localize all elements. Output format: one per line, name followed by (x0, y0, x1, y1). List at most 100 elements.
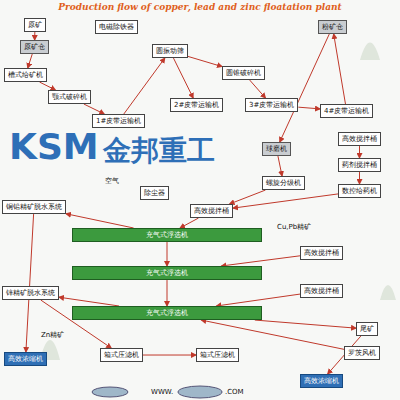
flow-arrow (59, 297, 119, 306)
equipment-name: 药剂搅拌桶 (342, 161, 377, 169)
flow-arrow (216, 294, 300, 306)
equipment-name: 圆振动筛 (156, 47, 184, 55)
flow-arrow (167, 280, 168, 306)
flow-arrow (359, 146, 360, 158)
flow-arrow (26, 214, 34, 352)
equipment-name: 粉矿仓 (322, 23, 343, 31)
equipment-name: 高效浓缩机 (304, 377, 339, 385)
equipment-box: 药剂搅拌桶 (338, 158, 381, 172)
flow-arrow (255, 320, 356, 328)
equipment-name: 高效搅拌桶 (194, 207, 229, 215)
equipment-box: 圆振动筛 (152, 44, 188, 58)
equipment-name: 尾矿 (360, 325, 374, 333)
equipment-name: 电磁除铁器 (99, 23, 134, 31)
flow-arrow (124, 58, 165, 114)
equipment-name: 高效搅拌桶 (304, 249, 339, 257)
equipment-box: 螺旋分级机 (262, 176, 305, 190)
flow-arrow (298, 107, 320, 109)
equipment-box: 圆锥破碎机 (222, 66, 265, 80)
equipment-box: 3#皮带运输机 (245, 98, 298, 112)
flow-arrow (143, 355, 196, 356)
equipment-name: 充气式浮选机 (76, 231, 258, 239)
equipment-name: 2#皮带运输机 (174, 101, 219, 109)
equipment-name: 充气式浮选机 (76, 269, 258, 277)
equipment-name: 颚式破碎机 (52, 93, 87, 101)
flow-arrow (180, 218, 198, 228)
flow-arrow (188, 56, 222, 66)
flow-arrow (278, 156, 282, 176)
concentrate-label: Cu,Pb精矿 (276, 222, 312, 232)
flotation-machine: 充气式浮选机 (72, 266, 262, 280)
equipment-name: 数控给药机 (342, 187, 377, 195)
flow-arrow (334, 34, 346, 104)
watermark-url: .COM (224, 388, 245, 396)
flow-arrow (84, 104, 104, 114)
equipment-box: 锌精矿脱水系统 (2, 286, 59, 300)
equipment-box: 高效浓缩机 (4, 352, 47, 366)
equipment-name: 原矿仓 (24, 43, 45, 51)
equipment-name: 高效搅拌桶 (342, 135, 377, 143)
concentrate-label: Zn精矿 (40, 330, 65, 340)
flow-arrow (221, 256, 300, 266)
tree-shadow (40, 43, 396, 361)
equipment-box: 高效搅拌桶 (300, 246, 343, 260)
equipment-box: 1#皮带运输机 (92, 114, 145, 128)
equipment-box: 粉矿仓 (318, 20, 347, 34)
flow-arrow (250, 80, 266, 98)
equipment-box: 高效浓缩机 (300, 374, 343, 388)
equipment-box: 尾矿 (356, 322, 378, 336)
equipment-name: 原矿 (28, 21, 42, 29)
equipment-name: 圆锥破碎机 (226, 69, 261, 77)
flow-arrow (28, 54, 32, 68)
equipment-box: 2#皮带运输机 (170, 98, 223, 112)
equipment-name: 1#皮带运输机 (96, 117, 141, 125)
equipment-name: 4#皮带运输机 (324, 107, 369, 115)
equipment-name: 螺旋分级机 (266, 179, 301, 187)
chart-title: Production flow of copper, lead and zinc… (0, 2, 400, 12)
watermark-url: WWW. (150, 388, 174, 396)
equipment-box: 箱式压滤机 (100, 348, 143, 362)
equipment-box: 高效搅拌桶 (190, 204, 233, 218)
watermark-logo: KSM (8, 126, 100, 167)
equipment-box: 颚式破碎机 (48, 90, 91, 104)
flotation-machine: 充气式浮选机 (72, 306, 262, 320)
equipment-name: 3#皮带运输机 (249, 101, 294, 109)
flow-arrow (201, 320, 344, 349)
flow-arrow (233, 194, 338, 208)
flow-arrow (359, 172, 360, 184)
flow-arrow (34, 32, 35, 40)
thickener-tank (92, 387, 128, 397)
equipment-name: 铜铅精矿脱水系统 (6, 203, 62, 211)
equipment-name: 充气式浮选机 (76, 309, 258, 317)
flow-arrow (40, 82, 56, 90)
equipment-box: 槽式给矿机 (4, 68, 47, 82)
flotation-machine: 充气式浮选机 (72, 228, 262, 242)
equipment-box: 原矿仓 (20, 40, 49, 54)
equipment-box: 高效搅拌桶 (300, 284, 343, 298)
equipment-name: 罗茨风机 (348, 349, 376, 357)
equipment-name: 箱式压滤机 (104, 351, 139, 359)
equipment-box: 原矿 (24, 18, 46, 32)
equipment-name: 锌精矿脱水系统 (6, 289, 55, 297)
watermark-text: 金邦重工 (102, 132, 216, 170)
equipment-box: 除尘器 (140, 186, 169, 200)
equipment-name: 高效搅拌桶 (304, 287, 339, 295)
equipment-box: 罗茨风机 (344, 346, 380, 360)
thickener-tank (178, 386, 222, 398)
air-label: 空气 (104, 176, 120, 186)
equipment-box: 高效搅拌桶 (338, 132, 381, 146)
equipment-box: 数控给药机 (338, 184, 381, 198)
equipment-box: 球磨机 (262, 142, 291, 156)
equipment-name: 槽式给矿机 (8, 71, 43, 79)
flow-arrow (173, 58, 193, 98)
equipment-box: 电磁除铁器 (95, 20, 138, 34)
flow-arrow (230, 190, 266, 204)
equipment-name: 高效浓缩机 (8, 355, 43, 363)
equipment-name: 箱式压滤机 (200, 351, 235, 359)
equipment-box: 4#皮带运输机 (320, 104, 373, 118)
equipment-name: 球磨机 (266, 145, 287, 153)
equipment-box: 铜铅精矿脱水系统 (2, 200, 66, 214)
flow-arrow (167, 242, 168, 266)
flow-arrow (66, 214, 134, 228)
